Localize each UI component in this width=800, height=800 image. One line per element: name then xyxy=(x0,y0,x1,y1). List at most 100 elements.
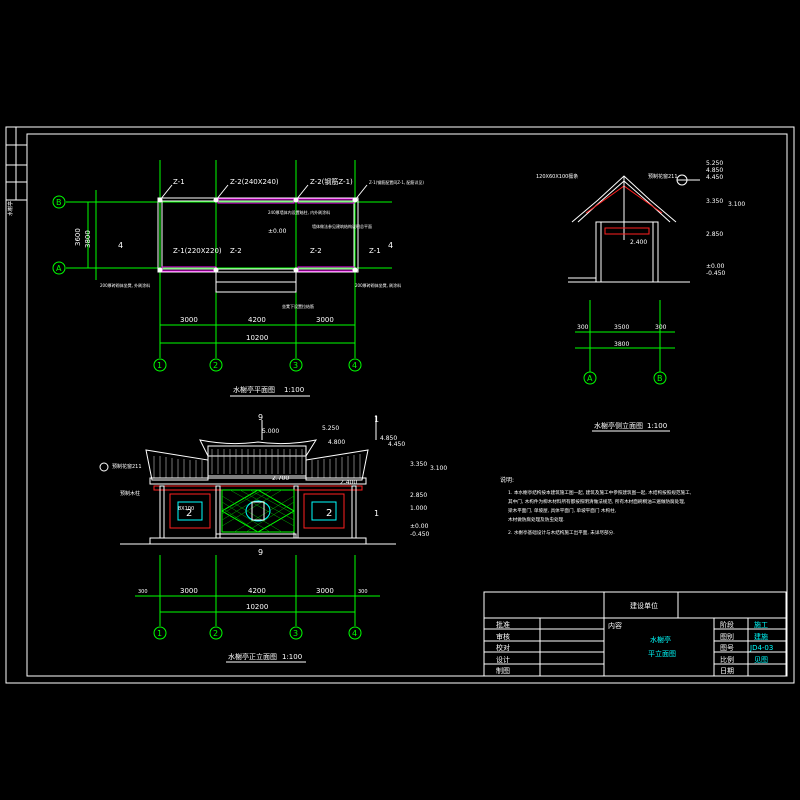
level: 3.100 xyxy=(430,465,447,472)
front-dim: 3000 xyxy=(316,587,334,595)
tb-right-value: 施工 xyxy=(754,620,768,629)
plan-dim: 4200 xyxy=(248,316,266,324)
level: 2.850 xyxy=(706,231,723,238)
plan-scale: 1:100 xyxy=(284,386,304,394)
side-note: 120X60X100檩条 xyxy=(536,173,578,180)
notes-line: 1. 本水榭亭结构按本建筑施工图一起, 建筑及施工中参照建筑图一起, 木结构按照… xyxy=(508,489,692,496)
axis-label: 3 xyxy=(293,361,298,370)
axis-label: 2 xyxy=(213,361,218,370)
level: -0.450 xyxy=(706,270,726,277)
side-dim: 300 xyxy=(577,324,589,331)
sheet-frame: 水榭亭 xyxy=(5,126,795,684)
front-elevation: 2 2 9 9 1 1 5.000 5.250 4.800 4.850 4.45… xyxy=(99,413,447,663)
side-dim: 3800 xyxy=(614,341,629,348)
front-dim: 300 xyxy=(138,589,148,595)
notes-line: 梁木平面门, 单坡屋, 具体平面门, 单坡平面门 木构柱, xyxy=(508,507,617,514)
level: 5.250 xyxy=(706,160,723,167)
tb-right-label: 阶段 xyxy=(720,620,734,629)
level: 3.350 xyxy=(706,198,723,205)
level: 4.800 xyxy=(328,439,345,446)
axis-label: 3 xyxy=(293,629,298,638)
axis-label: 1 xyxy=(157,361,162,370)
side-label: 水榭亭 xyxy=(7,201,14,216)
tb-right-value: JD4-03 xyxy=(749,644,773,652)
plan-dim: 3800 xyxy=(84,230,92,248)
front-dim: 10200 xyxy=(246,603,268,611)
tb-right-label: 日期 xyxy=(720,667,734,675)
level: 1.000 xyxy=(410,505,427,512)
plan-note: 200厚砖砌体坐凳, 外刷涂料 xyxy=(100,282,150,288)
col-label: Z-2(钢筋Z-1) xyxy=(310,177,353,186)
plan-mark: 4 xyxy=(388,241,393,250)
plan-mark: 4 xyxy=(118,241,123,250)
front-title: 水榭亭正立面图 xyxy=(228,652,277,661)
front-note: 预制花窗211 xyxy=(112,463,142,470)
col-label: Z-1(220X220) xyxy=(173,247,222,255)
front-mark: 1 xyxy=(374,415,379,424)
tb-right-label: 比例 xyxy=(720,655,734,664)
axis-label: B xyxy=(657,374,663,383)
plan-note: 墙体做法参见建筑结构说明总平面 xyxy=(312,223,372,229)
plan-dim: 3000 xyxy=(316,316,334,324)
plan-note: 240厚墙体内设置暗柱, 内外刷涂料 xyxy=(268,209,330,215)
plan-dim: 10200 xyxy=(246,334,268,342)
front-mark: 2 xyxy=(326,508,332,519)
tb-right-value: 建施 xyxy=(754,632,768,641)
axis-label: A xyxy=(56,264,62,273)
plan-note: ±0.00 xyxy=(268,228,287,235)
side-dim: 300 xyxy=(655,324,667,331)
col-label: Z-1(钢筋配置同Z-1, 配筋详见) xyxy=(369,179,424,185)
level: 2.400 xyxy=(340,479,357,486)
level: ±0.00 xyxy=(706,263,725,270)
tb-right-label: 图号 xyxy=(720,644,734,652)
level: ±0.00 xyxy=(410,523,429,530)
tb-left-label: 批准 xyxy=(496,620,510,629)
project-name: 水榭亭 xyxy=(650,635,671,644)
side-scale: 1:100 xyxy=(647,422,667,430)
col-label: Z-2 xyxy=(310,247,322,255)
front-note: 预制木柱 xyxy=(120,490,140,497)
level: 4.850 xyxy=(380,435,397,442)
level: 4.850 xyxy=(706,167,723,174)
axis-label: 1 xyxy=(157,629,162,638)
level: 4.450 xyxy=(706,174,723,181)
axis-label: 4 xyxy=(352,361,357,370)
front-mark: 9 xyxy=(258,548,263,557)
front-mark: 2 xyxy=(186,508,192,519)
axis-label: B xyxy=(56,198,62,207)
tb-right-value: 见图 xyxy=(754,656,768,664)
level: 2.850 xyxy=(410,492,427,499)
plan-note: 坐凳下设置拉结筋 xyxy=(282,303,314,309)
side-elevation: 300 3500 300 3800 A B 5.250 4.850 4.450 … xyxy=(536,160,745,432)
level: 3.350 xyxy=(410,461,427,468)
tb-left-label: 制图 xyxy=(496,666,510,675)
plan-title: 水榭亭平面图 xyxy=(233,385,275,394)
side-note: 预制花窗211 xyxy=(648,173,678,180)
front-mark: 1 xyxy=(374,509,379,518)
front-dim: 300 xyxy=(358,589,368,595)
level: 2.400 xyxy=(630,239,647,246)
tb-left-label: 审核 xyxy=(496,632,510,641)
level: 3.100 xyxy=(728,201,745,208)
plan-view: Z-1 Z-2(240X240) Z-2(钢筋Z-1) Z-1(钢筋配置同Z-1… xyxy=(52,160,424,397)
front-mark: 9 xyxy=(258,413,263,422)
plan-dim: 3000 xyxy=(180,316,198,324)
col-label: Z-2(240X240) xyxy=(230,178,279,186)
tb-left-label: 校对 xyxy=(496,643,510,652)
front-dim: 3000 xyxy=(180,587,198,595)
content-label: 内容 xyxy=(608,621,622,630)
level: 4.450 xyxy=(388,441,405,448)
notes-line: 2. 水榭亭基础设计与木结构施工出平面, 未详尽部分. xyxy=(508,529,615,536)
title-block: 建设单位 内容 水榭亭 平立面图 批准 审核 校对 设计 制图 阶段 图别 图号… xyxy=(483,591,787,677)
level: 5.000 xyxy=(262,428,279,435)
front-note: 8X100 xyxy=(178,506,194,512)
col-label: Z-1 xyxy=(173,178,185,186)
notes-line: 其中门, 木构件为柳木材料所有都按照明清做法规范, 所有木材面刷桐油三遍做防腐处… xyxy=(508,498,686,505)
plan-dim: 3600 xyxy=(74,228,82,246)
front-scale: 1:100 xyxy=(282,653,302,661)
level: 5.250 xyxy=(322,425,339,432)
level: 2.700 xyxy=(272,475,289,482)
tb-right-label: 图别 xyxy=(720,632,734,641)
col-label: Z-2 xyxy=(230,247,242,255)
